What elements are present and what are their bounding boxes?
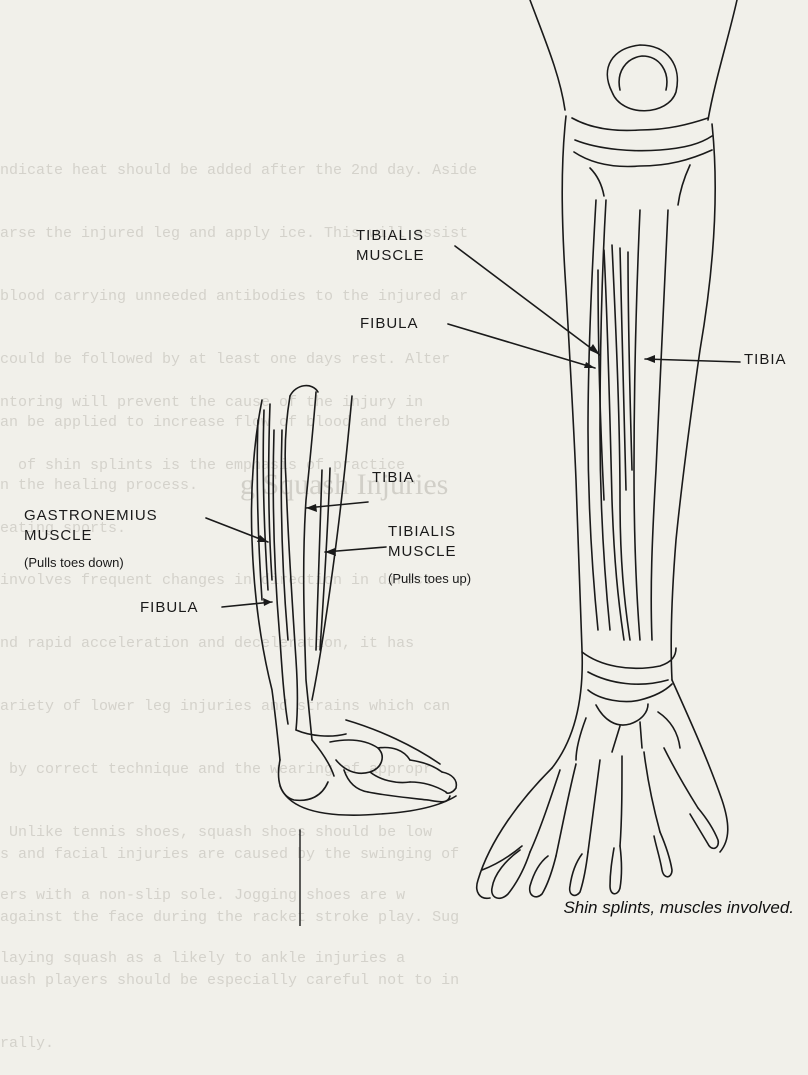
label-gastronemius-note: (Pulls toes down) <box>24 554 124 572</box>
label-tibialis-muscle-left: TIBIALIS MUSCLE <box>388 522 457 562</box>
arrow-heads <box>257 344 655 606</box>
bleed-line: rally. <box>0 1033 808 1054</box>
bleed-line: uash players should be especially carefu… <box>0 970 808 991</box>
label-line: TIBIALIS <box>388 522 457 542</box>
label-line: GASTRONEMIUS <box>24 506 158 526</box>
figure-caption: Shin splints, muscles involved. <box>563 898 794 918</box>
label-fibula-right: FIBULA <box>360 314 419 334</box>
label-line: MUSCLE <box>24 526 158 546</box>
side-leg-drawing <box>251 386 456 926</box>
label-fibula-left: FIBULA <box>140 598 199 618</box>
label-tibia-left: TIBIA <box>372 468 415 488</box>
label-tibialis-left-note: (Pulls toes up) <box>388 570 471 588</box>
label-tibia-right: TIBIA <box>744 350 787 370</box>
label-line: MUSCLE <box>388 542 457 562</box>
anatomy-illustration <box>0 0 808 926</box>
front-leg-drawing <box>477 0 737 898</box>
label-line: TIBIALIS <box>356 226 425 246</box>
label-line: MUSCLE <box>356 246 425 266</box>
label-tibialis-muscle-right: TIBIALIS MUSCLE <box>356 226 425 266</box>
label-gastronemius-muscle: GASTRONEMIUS MUSCLE <box>24 506 158 546</box>
